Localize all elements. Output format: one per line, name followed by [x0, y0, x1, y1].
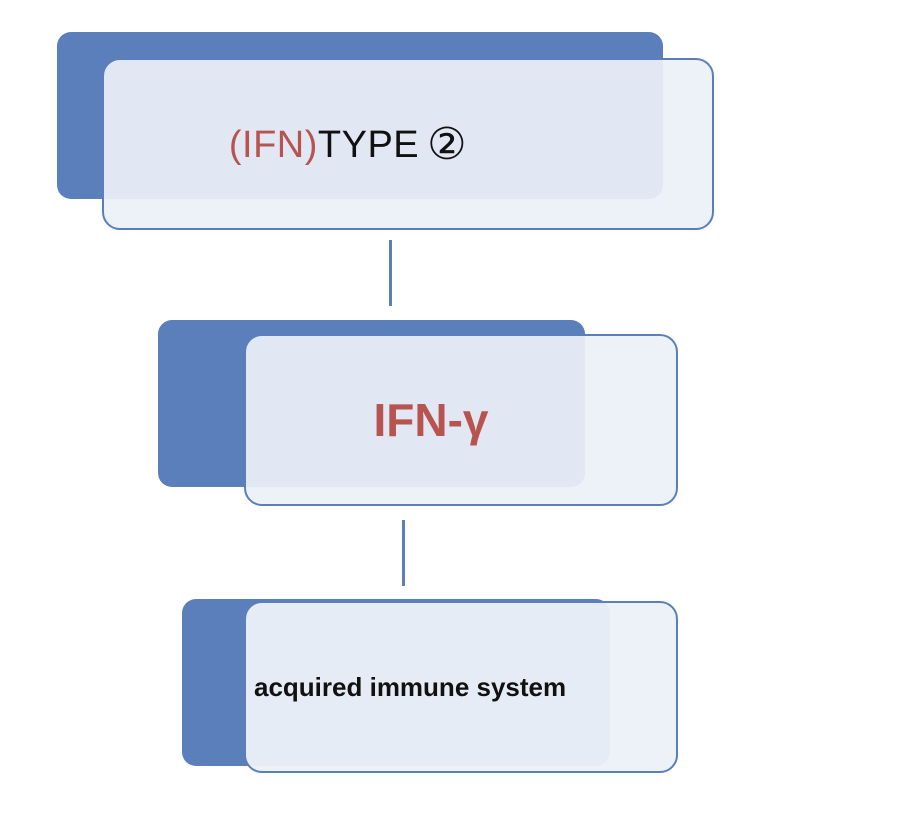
circled-number-icon: ② [427, 119, 468, 169]
node-middle-card: IFN-γ [244, 334, 678, 506]
connector-middle-bottom [402, 520, 405, 586]
node-top-label-prefix: (IFN) [228, 123, 318, 166]
node-bottom-card: acquired immune system [244, 601, 678, 773]
node-top-label-main: TYPE [317, 123, 420, 166]
node-bottom-label: acquired immune system [254, 671, 567, 702]
connector-top-middle [389, 240, 392, 306]
node-middle-label: IFN-γ [373, 394, 489, 446]
